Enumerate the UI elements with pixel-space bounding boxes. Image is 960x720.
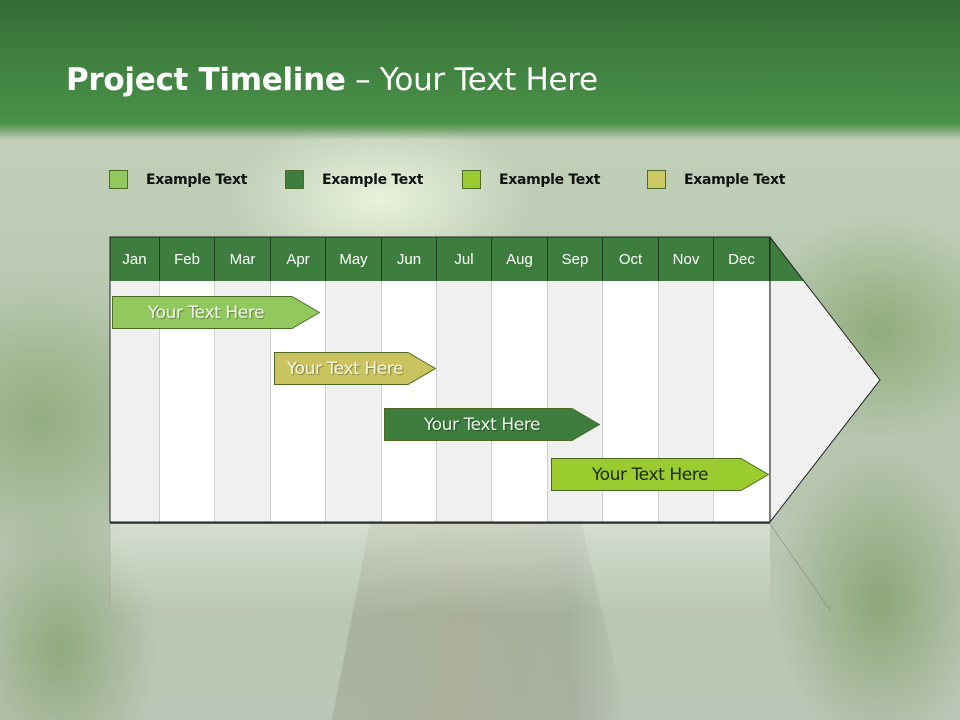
- month-header-nov: Nov: [659, 237, 714, 281]
- legend-item: Example Text: [647, 170, 785, 189]
- legend-swatch: [462, 170, 481, 189]
- legend-label: Example Text: [499, 171, 601, 188]
- arrow-shape-icon: [112, 296, 320, 329]
- legend-item: Example Text: [285, 170, 423, 189]
- timeline-bar[interactable]: Your Text Here: [384, 408, 600, 441]
- timeline-bar[interactable]: Your Text Here: [551, 458, 769, 491]
- month-column-aug: [492, 281, 548, 522]
- timeline-bar[interactable]: Your Text Here: [274, 352, 436, 385]
- legend-swatch: [109, 170, 128, 189]
- month-header-oct: Oct: [603, 237, 659, 281]
- timeline-bar[interactable]: Your Text Here: [112, 296, 320, 329]
- month-header-jun: Jun: [382, 237, 437, 281]
- legend-swatch: [285, 170, 304, 189]
- legend-label: Example Text: [684, 171, 786, 188]
- arrow-shape-icon: [551, 458, 769, 491]
- month-column-jul: [437, 281, 492, 522]
- legend-label: Example Text: [322, 171, 424, 188]
- month-header-jan: Jan: [110, 237, 160, 281]
- slide-title: Project Timeline – Your Text Here: [66, 62, 598, 98]
- month-column-may: [326, 281, 382, 522]
- month-header-aug: Aug: [492, 237, 548, 281]
- month-header-may: May: [326, 237, 382, 281]
- month-header-mar: Mar: [215, 237, 271, 281]
- title-band: [0, 0, 960, 140]
- month-header-feb: Feb: [160, 237, 215, 281]
- arrow-shape-icon: [384, 408, 600, 441]
- bar-label: Your Text Here: [423, 414, 541, 435]
- bar-label: Your Text Here: [591, 464, 709, 485]
- legend-label: Example Text: [146, 171, 248, 188]
- month-header-sep: Sep: [548, 237, 603, 281]
- bar-label: Your Text Here: [147, 302, 265, 323]
- month-column-jun: [382, 281, 437, 522]
- month-header-dec: Dec: [714, 237, 770, 281]
- arrow-shape-icon: [274, 352, 436, 385]
- title-rest: – Your Text Here: [345, 62, 598, 98]
- legend-item: Example Text: [462, 170, 600, 189]
- title-bold: Project Timeline: [66, 62, 346, 98]
- legend-swatch: [647, 170, 666, 189]
- bar-label: Your Text Here: [286, 358, 404, 379]
- month-header-jul: Jul: [437, 237, 492, 281]
- legend-item: Example Text: [109, 170, 247, 189]
- timeline-reflection: [110, 524, 770, 614]
- month-header-apr: Apr: [271, 237, 326, 281]
